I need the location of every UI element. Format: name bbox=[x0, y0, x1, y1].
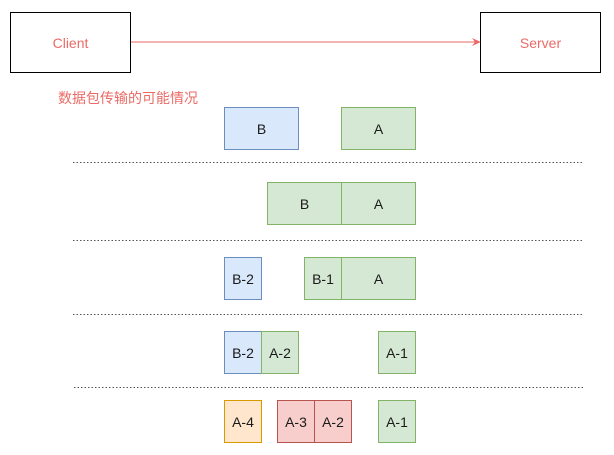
packet-box-a-3: A-3 bbox=[277, 400, 315, 443]
packet-box-a-4: A-4 bbox=[224, 400, 262, 443]
packet-box-a: A bbox=[341, 107, 416, 150]
packet-box-b: B bbox=[224, 107, 299, 150]
packet-box-b-2: B-2 bbox=[224, 257, 262, 300]
packet-box-a-2: A-2 bbox=[261, 331, 299, 374]
packet-box-a-1: A-1 bbox=[378, 331, 416, 374]
client-label: Client bbox=[52, 34, 89, 51]
packet-box-b-1: B-1 bbox=[304, 257, 342, 300]
server-label: Server bbox=[519, 34, 562, 51]
packet-box-a: A bbox=[341, 182, 416, 225]
packet-box-b: B bbox=[267, 182, 342, 225]
packet-box-a-2: A-2 bbox=[314, 400, 352, 443]
packet-box-b-2: B-2 bbox=[224, 331, 262, 374]
server-box: Server bbox=[480, 12, 601, 73]
client-box: Client bbox=[10, 12, 131, 73]
diagram-caption: 数据包传输的可能情况 bbox=[58, 91, 198, 107]
packet-box-a: A bbox=[341, 257, 416, 300]
packet-box-a-1: A-1 bbox=[378, 400, 416, 443]
